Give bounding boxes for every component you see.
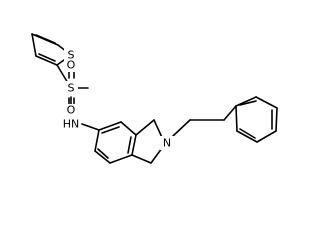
bond-ph-2 (255, 96, 278, 109)
bond-ar-3 (131, 134, 137, 156)
phenyl-ring (235, 96, 278, 143)
atom-label-nitrogen-amide: HN (63, 118, 80, 131)
atom-label-oxygen-bottom: O (67, 104, 76, 117)
phenethyl-chain (172, 105, 237, 137)
bond-thiophene-c2-c3 (35, 55, 58, 66)
structure-canvas: S S O O HN N (31, 33, 278, 164)
bond-ch2-phenyl (223, 105, 237, 121)
bond-ar-1 (98, 121, 122, 131)
isoindoline-benzene-ring (94, 121, 137, 164)
bond-ar-2 (120, 121, 137, 136)
bond-ph-4 (256, 130, 277, 143)
atom-label-sulfur-sulfonyl: S (68, 82, 75, 95)
molecule-diagram: S S O O HN N (31, 33, 278, 164)
bond-thiophene-c4-c5-double (35, 34, 56, 44)
bond-ar-5 (94, 150, 111, 164)
bond-n-ch2 (172, 119, 191, 137)
bond-ch2-bottom-ar (131, 154, 152, 164)
bond-ph-5 (236, 130, 258, 143)
bond-ar-4 (109, 154, 133, 164)
atom-label-nitrogen-ring: N (163, 137, 171, 150)
bond-ph-double-c (239, 128, 256, 139)
bond-ar-double-b (127, 136, 132, 154)
bond-ph-double-a (239, 100, 257, 106)
bond-ar-double-c (97, 148, 109, 159)
bond-ch2-top-ar (135, 119, 155, 136)
atom-label-oxygen-top: O (67, 59, 76, 72)
atom-label-sulfur-ring: S (68, 49, 75, 62)
bond-nh-c5 (81, 123, 100, 131)
bond-ph-6 (235, 105, 238, 132)
bond-ph-1 (235, 96, 257, 107)
atom-labels: S S O O HN N (61, 48, 174, 150)
bond-thiophene-c3-c4 (31, 33, 37, 57)
bond-thiophene-c2-c3-double (38, 53, 56, 62)
bond-ph-3 (275, 107, 278, 132)
bond-ar-6 (94, 129, 100, 152)
bond-ar-double-a (101, 126, 120, 134)
